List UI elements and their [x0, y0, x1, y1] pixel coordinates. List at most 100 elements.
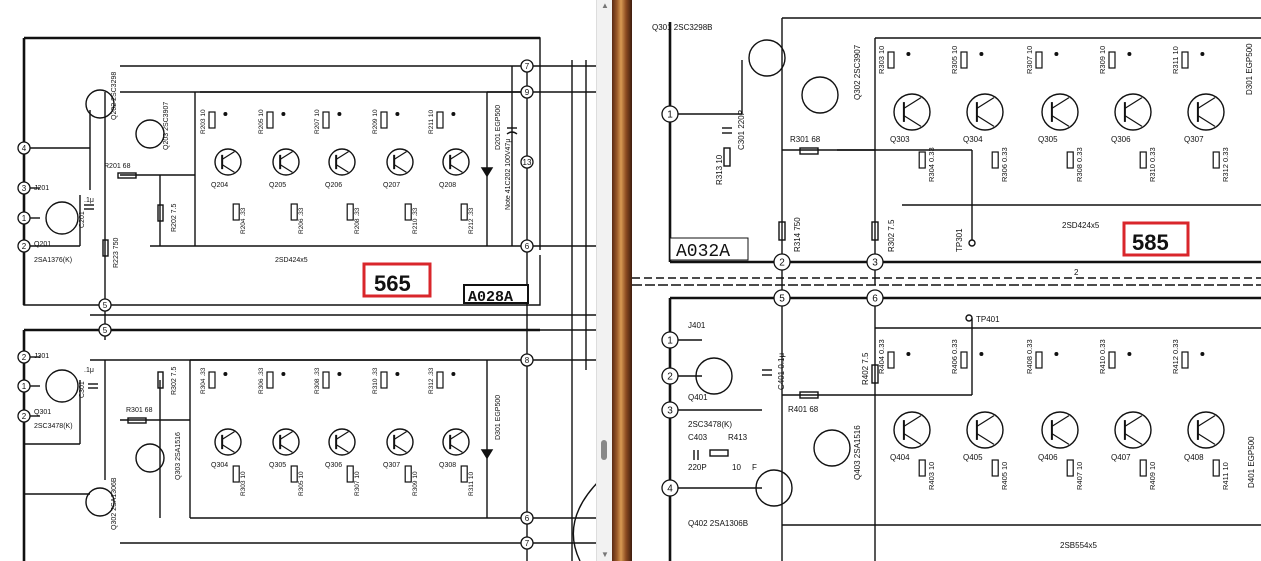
r201-label: R201 68 [104, 163, 131, 170]
left-lower-drivers [45, 369, 601, 561]
left-upper-terminal-label-4: 2 [22, 242, 27, 251]
right-upper-transistor-label-1: Q303 [890, 135, 910, 144]
q202-label: Q202 2SC3298 [111, 72, 118, 120]
q201-part-label: 2SA1376(K) [34, 257, 72, 264]
right-board-label: A032A [676, 242, 730, 262]
right-upper-resistor-b-3 [1066, 151, 1074, 169]
c202-note-label: Note 41C202 100V47μ [505, 139, 512, 210]
r413-value-label: 10 [732, 463, 741, 472]
left-upper-resistor-a-1 [208, 111, 216, 129]
scroll-down-arrow-icon[interactable]: ▼ [601, 550, 609, 559]
right-lower-resistor-label-a-4: R410 0.33 [1098, 339, 1107, 374]
left-upper-transistor-4 [386, 148, 414, 176]
left-lower-resistor-label-a-3: R308 .33 [314, 367, 321, 394]
left-lower-terminal-label-7: 7 [525, 539, 530, 548]
right-lower-resistor-a-1 [887, 351, 895, 369]
right-upper-resistor-a-4 [1108, 51, 1116, 69]
q302-label: Q302 2SA1306B [111, 477, 118, 530]
right-terminal-4 [773, 289, 791, 307]
left-upper-array-label: 2SD424x5 [275, 257, 308, 264]
right-lower-resistor-a-5 [1181, 351, 1189, 369]
tp401-label: TP401 [976, 315, 1000, 324]
right-lower-transistor-label-1: Q404 [890, 453, 910, 462]
left-lower-terminal-label-3: 1 [22, 382, 27, 391]
left-lower-resistor-b-1 [232, 465, 240, 483]
r202-resistor [157, 204, 164, 222]
right-lower-resistor-label-a-5: R412 0.33 [1171, 339, 1180, 374]
left-upper-terminal-3 [17, 211, 31, 225]
left-lower-resistor-label-a-2: R306 .33 [258, 367, 265, 394]
right-drivers [693, 39, 976, 507]
right-text-labels: Q301 2SC3298B Q302 2SC3907 C301 220P R31… [652, 23, 1256, 550]
left-lower-resistor-a-4 [380, 371, 388, 389]
scroll-up-arrow-icon[interactable]: ▲ [601, 1, 609, 10]
right-terminal-label-9: 4 [667, 484, 673, 495]
right-upper-resistor-label-a-4: R309 10 [1098, 46, 1107, 74]
right-terminal-1 [661, 105, 679, 123]
left-lower-transistor-5 [442, 428, 470, 456]
q301-label: Q301 [34, 409, 51, 416]
left-lower-resistor-b-5 [460, 465, 468, 483]
left-lower-resistor-label-b-1: R303 10 [240, 471, 247, 496]
right-upper-transistor-4 [1114, 93, 1152, 131]
vertical-scrollbar[interactable]: ▲ ▼ [596, 0, 612, 561]
right-upper-resistor-label-a-5: R311 10 [1171, 46, 1180, 74]
left-lower-resistor-a-2 [266, 371, 274, 389]
right-lower-resistor-label-a-2: R406 0.33 [950, 339, 959, 374]
left-upper-resistor-label-a-3: R207 10 [314, 109, 321, 134]
right-upper-resistor-b-5 [1212, 151, 1220, 169]
left-upper-terminal-5 [98, 298, 112, 312]
q402-label: Q402 2SA1306B [688, 519, 748, 528]
right-lower-resistor-b-2 [991, 459, 999, 477]
q302-transistor-symbol [85, 487, 115, 517]
right-upper-transistor-2 [966, 93, 1004, 131]
right-lower-resistor-b-1 [918, 459, 926, 477]
r301-resistor [799, 147, 819, 155]
right-lower-resistor-a-4 [1108, 351, 1116, 369]
left-page-badge-box [362, 262, 432, 298]
right-page-badge-box [1122, 221, 1190, 257]
left-lower-terminal-label-1: 5 [103, 326, 108, 335]
d301-label: D301 EGP500 [495, 395, 502, 440]
r301-resistor [127, 417, 147, 424]
scroll-thumb[interactable] [601, 440, 607, 460]
right-upper-resistor-a-1 [887, 51, 895, 69]
left-lower-resistor-a-5 [436, 371, 444, 389]
left-lower-transistor-label-5: Q308 [439, 462, 456, 469]
right-upper-resistor-b-2 [991, 151, 999, 169]
q401-label: Q401 [688, 393, 708, 402]
q301-label: Q301 2SC3298B [652, 23, 713, 32]
left-upper-terminal-label-3: 1 [22, 214, 27, 223]
right-page-badge: 585 [1132, 230, 1169, 255]
left-board-label-box [463, 284, 529, 304]
right-terminal-8 [661, 401, 679, 419]
right-lower-resistor-label-b-5: R411 10 [1221, 462, 1230, 490]
right-lower-resistor-label-b-1: R403 10 [927, 462, 936, 490]
c403-value-label: 220P [688, 463, 707, 472]
right-lower-transistor-label-4: Q407 [1111, 453, 1131, 462]
left-lower-transistor-label-2: Q305 [269, 462, 286, 469]
left-lower-terminal-7 [520, 536, 534, 550]
left-upper-resistor-a-4 [380, 111, 388, 129]
right-terminal-3 [866, 253, 884, 271]
left-upper-resistor-label-a-1: R203 10 [200, 109, 207, 134]
left-lower-terminal-label-6: 6 [525, 514, 530, 523]
tp301-testpoint [968, 239, 976, 247]
c401-label: C401 0.1μ [777, 353, 786, 390]
q302-transistor-symbol [801, 76, 839, 114]
left-lower-terminal-4 [17, 409, 31, 423]
left-lower-resistor-label-b-5: R311 10 [468, 472, 475, 496]
r402-label: R402 7.5 [861, 352, 870, 385]
left-lower-terminal-label-5: 8 [525, 356, 530, 365]
r314-resistor [778, 221, 786, 241]
d301-label: D301 EGP500 [1245, 43, 1254, 95]
left-lower-transistor-label-1: Q304 [211, 462, 228, 469]
right-lower-transistor-label-3: Q406 [1038, 453, 1058, 462]
left-upper-terminal-6 [520, 59, 534, 73]
left-upper-terminal-2 [17, 181, 31, 195]
